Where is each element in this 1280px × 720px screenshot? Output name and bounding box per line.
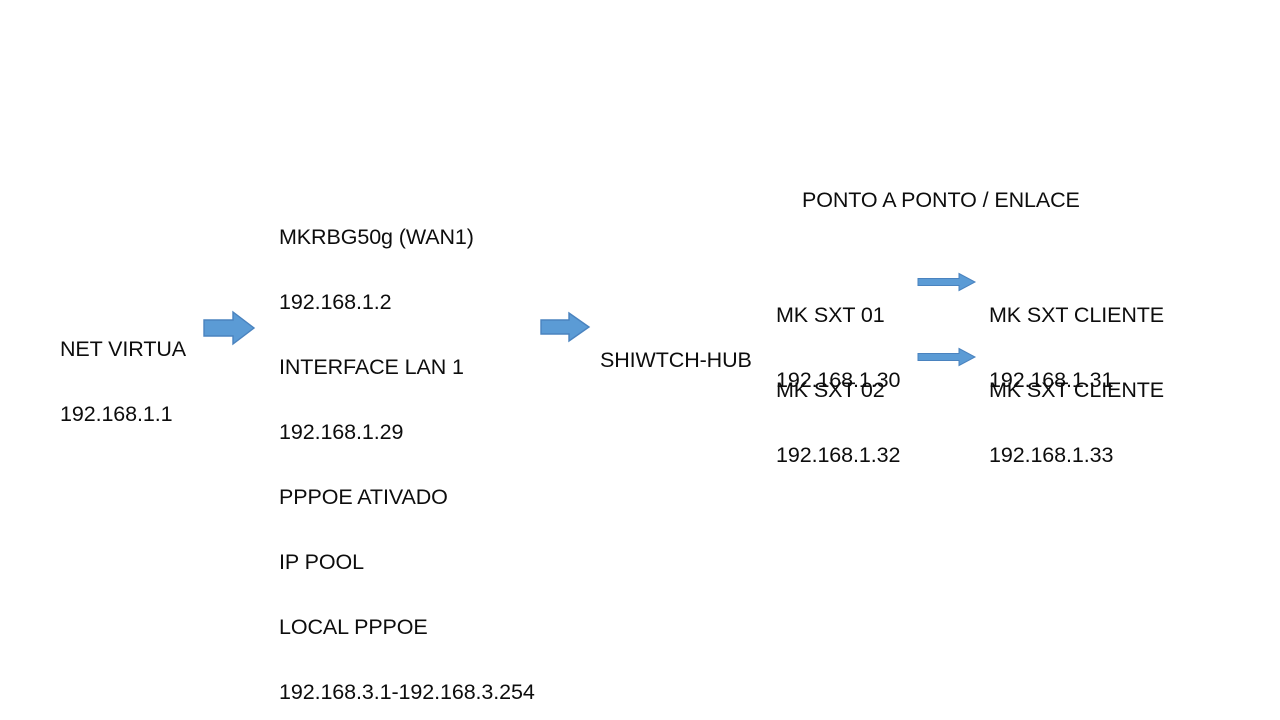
router-config-line: 192.168.1.2 xyxy=(279,290,392,314)
node-mk-sxt-02: MK SXT 02 192.168.1.32 xyxy=(776,340,900,506)
node-mk-sxt-cliente-2: MK SXT CLIENTE 192.168.1.33 xyxy=(989,340,1164,506)
node-switch-hub: SHIWTCH-HUB xyxy=(600,310,752,411)
mk-sxt-cliente-2-label: MK SXT CLIENTE xyxy=(989,378,1165,402)
mk-sxt-01-ip: 192.168.1.30 xyxy=(776,368,901,392)
block-arrow-right-icon xyxy=(539,311,591,343)
thin-arrow-right-icon xyxy=(917,272,977,292)
mk-sxt-cliente-1-ip: 192.168.1.31 xyxy=(989,368,1114,392)
router-config-line: LOCAL PPPOE xyxy=(279,615,428,639)
mk-sxt-02-ip: 192.168.1.32 xyxy=(776,443,901,467)
router-config-line: IP POOL xyxy=(279,550,364,574)
ptp-section-heading: PONTO A PONTO / ENLACE xyxy=(802,188,1080,212)
router-config-line: 192.168.1.29 xyxy=(279,420,404,444)
switch-hub-label: SHIWTCH-HUB xyxy=(600,348,752,372)
thin-arrow-right-icon xyxy=(917,347,977,367)
mk-sxt-02-label: MK SXT 02 xyxy=(776,378,885,402)
router-config-line: PPPOE ATIVADO xyxy=(279,485,448,509)
mk-sxt-01-label: MK SXT 01 xyxy=(776,303,885,327)
net-virtua-ip: 192.168.1.1 xyxy=(60,402,173,426)
node-router-config: MKRBG50g (WAN1) 192.168.1.2 INTERFACE LA… xyxy=(279,187,535,720)
router-config-line: INTERFACE LAN 1 xyxy=(279,355,464,379)
router-config-line: MKRBG50g (WAN1) xyxy=(279,225,474,249)
router-config-line: 192.168.3.1-192.168.3.254 xyxy=(279,680,535,704)
mk-sxt-cliente-1-label: MK SXT CLIENTE xyxy=(989,303,1165,327)
net-virtua-label: NET VIRTUA xyxy=(60,337,187,361)
node-mk-sxt-cliente-1: MK SXT CLIENTE 192.168.1.31 xyxy=(989,265,1164,431)
node-mk-sxt-01: MK SXT 01 192.168.1.30 xyxy=(776,265,900,431)
mk-sxt-cliente-2-ip: 192.168.1.33 xyxy=(989,443,1114,467)
block-arrow-right-icon xyxy=(202,310,256,346)
node-net-virtua: NET VIRTUA 192.168.1.1 xyxy=(60,299,186,465)
